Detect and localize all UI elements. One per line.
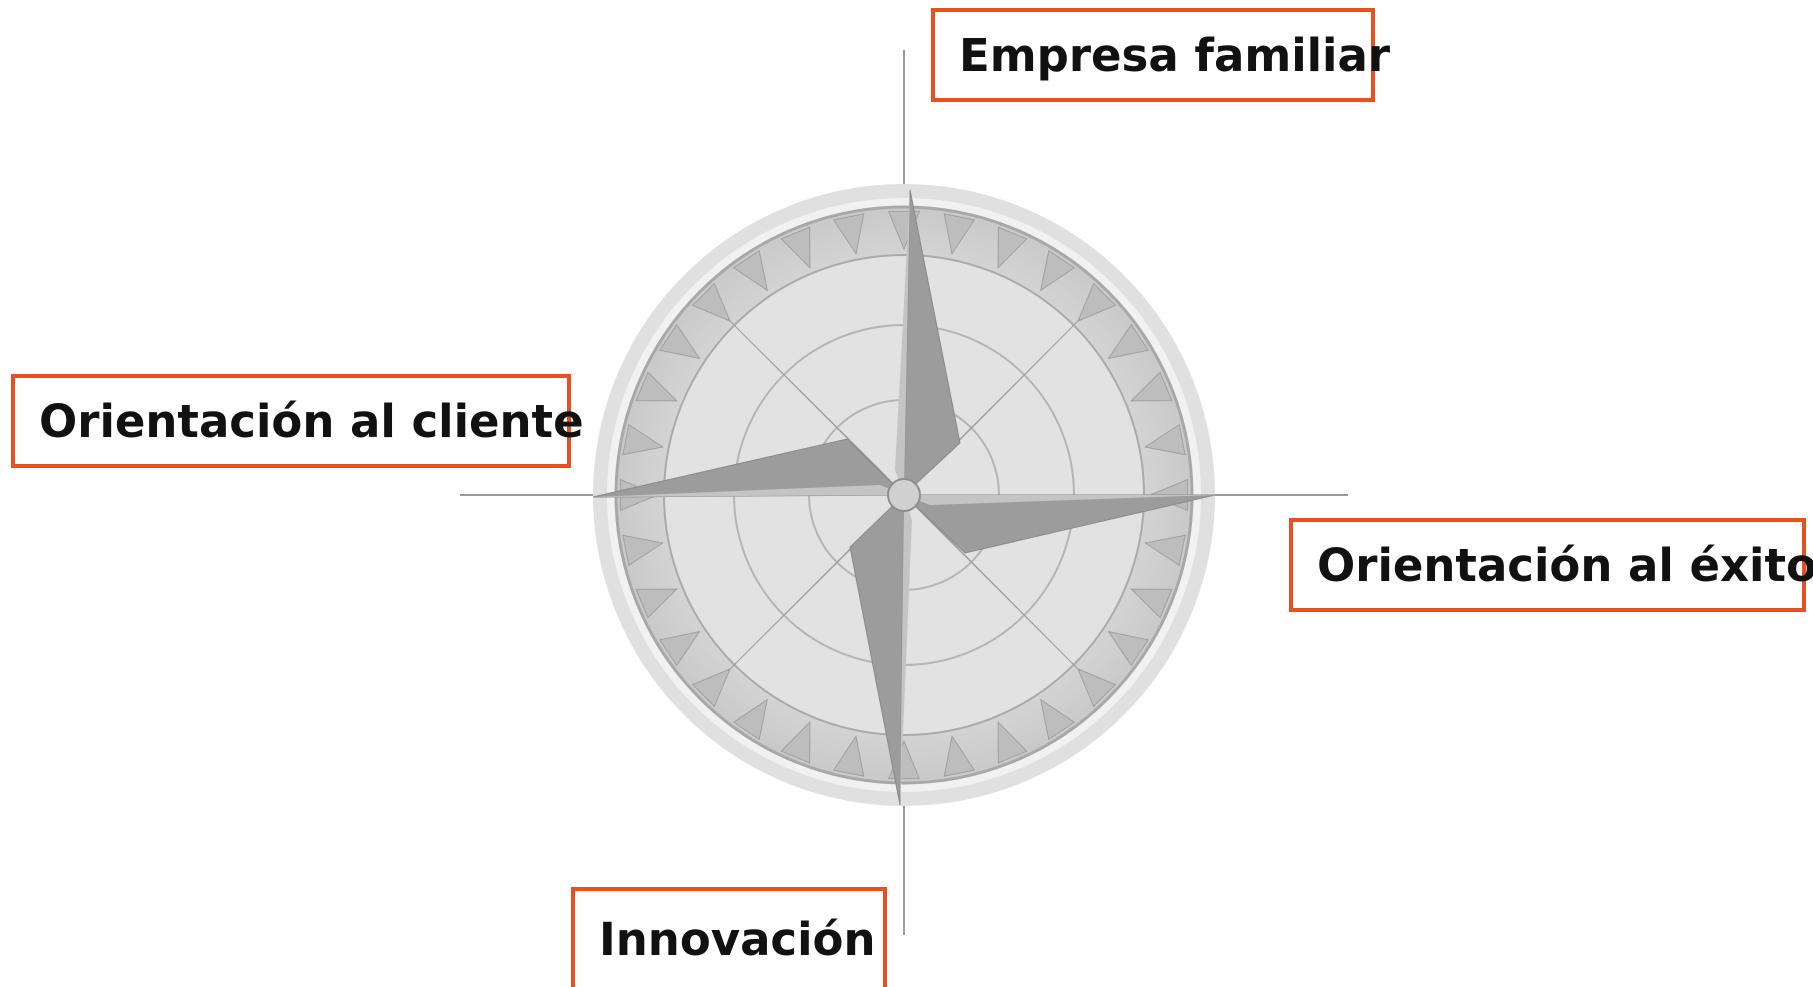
ring-tick — [691, 282, 731, 322]
ring-tick — [1143, 534, 1186, 567]
ring-tick — [832, 734, 865, 777]
ring-tick — [1039, 249, 1076, 292]
ring-tick — [1130, 371, 1173, 402]
ring-tick — [1039, 698, 1076, 741]
label-innovacion: Innovación — [571, 887, 887, 987]
label-orientacion-exito: Orientación al éxito — [1289, 518, 1813, 612]
ring-tick — [658, 323, 701, 360]
ring-tick — [635, 588, 678, 619]
ring-tick — [997, 226, 1028, 269]
ring-tick — [1077, 668, 1117, 708]
ring-tick — [732, 249, 769, 292]
ring-tick — [943, 734, 976, 777]
ring-tick — [1107, 323, 1150, 360]
ring-tick — [658, 630, 701, 667]
ring-tick — [832, 213, 865, 256]
label-orientacion-cliente: Orientación al cliente — [11, 374, 584, 468]
ring-tick — [622, 534, 665, 567]
ring-tick — [622, 423, 665, 456]
ring-tick — [1130, 588, 1173, 619]
ring-tick — [780, 721, 811, 764]
ring-tick — [1107, 630, 1150, 667]
ring-tick — [997, 721, 1028, 764]
ring-tick — [780, 226, 811, 269]
label-empresa-familiar: Empresa familiar — [931, 8, 1390, 102]
ring-tick — [943, 213, 976, 256]
ring-tick — [691, 668, 731, 708]
ring-tick — [1143, 423, 1186, 456]
ring-tick — [635, 371, 678, 402]
ring-tick — [1077, 282, 1117, 322]
ring-tick — [732, 698, 769, 741]
